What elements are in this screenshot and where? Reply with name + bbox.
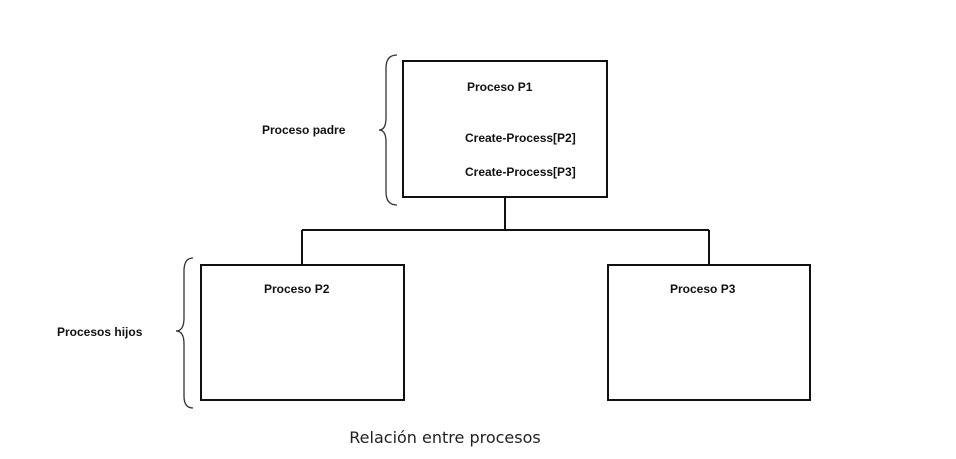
process-p1-title: Proceso P1 <box>467 80 533 94</box>
children-group-label: Procesos hijos <box>57 325 143 339</box>
parent-group-label: Proceso padre <box>262 123 346 137</box>
process-p2-box <box>200 264 405 401</box>
process-p1-create-p2: Create-Process[P2] <box>465 131 576 145</box>
children-brace <box>175 257 194 409</box>
parent-brace <box>378 54 398 206</box>
process-p3-box <box>607 264 811 401</box>
process-p2-title: Proceso P2 <box>264 282 330 296</box>
process-p1-create-p3: Create-Process[P3] <box>465 165 576 179</box>
process-p3-title: Proceso P3 <box>670 282 736 296</box>
figure-caption: Relación entre procesos <box>349 428 541 447</box>
